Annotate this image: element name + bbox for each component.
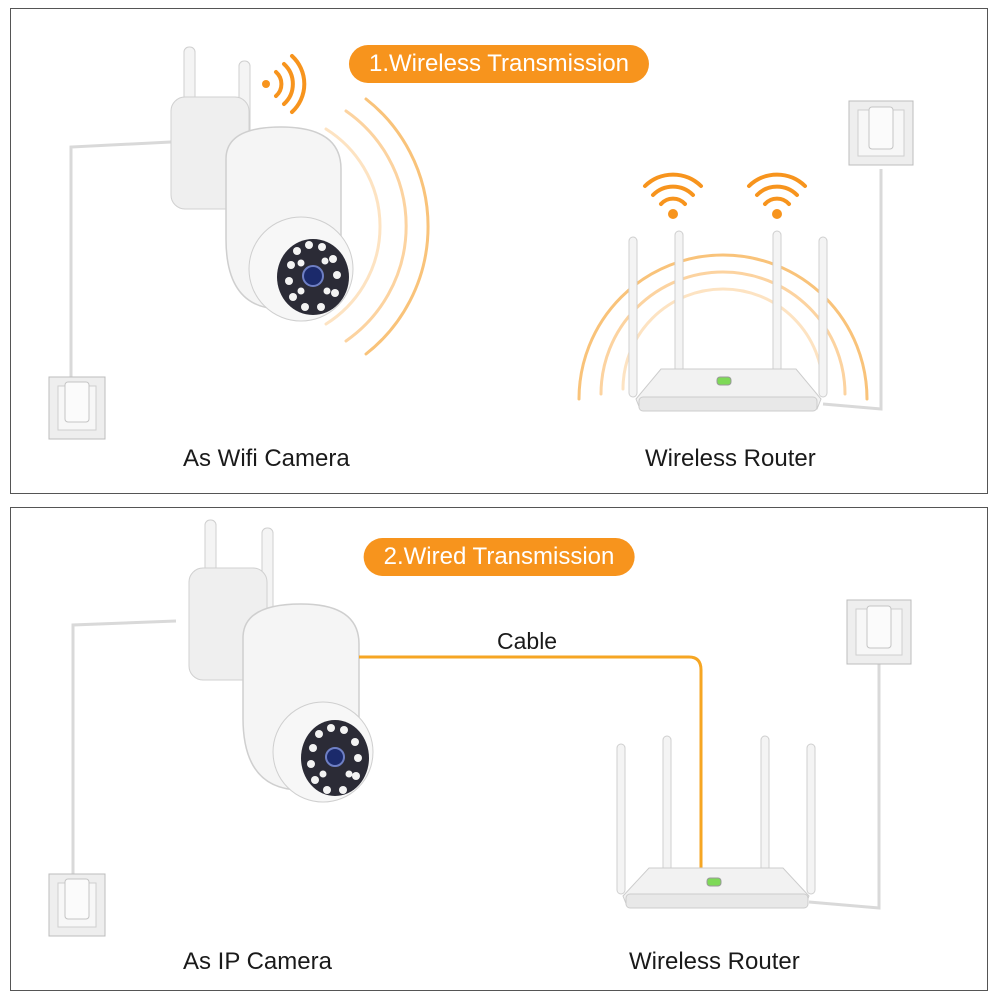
wall-outlet-icon — [846, 599, 912, 665]
wired-router-caption: Wireless Router — [629, 948, 800, 975]
wifi-icon — [747, 172, 807, 219]
ip-camera-caption: As IP Camera — [183, 948, 332, 975]
wall-outlet-icon — [48, 873, 106, 937]
wifi-icon — [643, 172, 703, 219]
wireless-transmission-panel: 1.Wireless Transmission As Wifi Camera W… — [10, 8, 988, 494]
wired-transmission-panel: 2.Wired Transmission Cable As IP Camera … — [10, 507, 988, 991]
camera-signal-waves — [324, 97, 430, 356]
camera-power-cord — [69, 140, 172, 394]
cable-label: Cable — [497, 628, 558, 654]
wall-outlet-icon — [848, 100, 914, 166]
wifi-icon — [262, 54, 307, 114]
router-icon — [616, 735, 816, 909]
ptz-camera-icon — [170, 46, 354, 322]
camera-power-cord — [71, 619, 177, 878]
router-power-cord — [808, 658, 881, 910]
wireless-transmission-title: 1.Wireless Transmission — [348, 45, 650, 83]
wifi-camera-caption: As Wifi Camera — [183, 445, 350, 472]
router-power-cord — [822, 169, 883, 411]
ethernet-cable — [359, 655, 703, 878]
wired-scene — [48, 519, 912, 937]
wired-transmission-title: 2.Wired Transmission — [363, 538, 635, 576]
ptz-camera-icon — [188, 519, 374, 803]
wireless-scene — [48, 46, 914, 440]
wireless-router-caption: Wireless Router — [645, 445, 816, 472]
router-icon — [628, 230, 828, 412]
wall-outlet-icon — [48, 376, 106, 440]
